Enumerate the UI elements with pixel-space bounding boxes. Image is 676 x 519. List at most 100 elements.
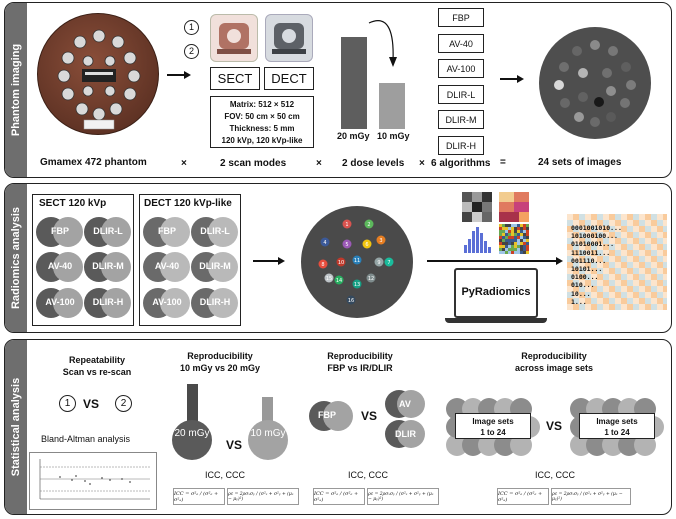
feature-cell xyxy=(567,244,573,250)
feature-cell xyxy=(615,304,621,310)
feature-cell xyxy=(615,298,621,304)
feature-cell xyxy=(657,280,663,286)
feature-cell xyxy=(579,292,585,298)
noise-cell xyxy=(508,242,511,245)
roi-number-5: 5 xyxy=(345,242,348,248)
feature-cell xyxy=(645,256,651,262)
alg-vs: VS xyxy=(361,409,378,423)
feature-cell xyxy=(651,304,657,310)
feature-cell xyxy=(663,262,667,268)
feature-cell xyxy=(585,298,591,304)
feature-cell xyxy=(657,298,663,304)
noise-cell xyxy=(505,233,508,236)
noise-cell xyxy=(511,230,514,233)
feature-cell xyxy=(633,268,639,274)
feature-cell xyxy=(573,280,579,286)
feature-cell xyxy=(645,268,651,274)
noise-cell xyxy=(526,227,529,230)
feature-cell xyxy=(633,298,639,304)
noise-cell xyxy=(505,239,508,242)
dect-pair-dlir-m: DLIR-M xyxy=(191,252,239,282)
times-sign-1: × xyxy=(181,158,187,169)
roi-number-13: 13 xyxy=(354,282,360,288)
noise-cell xyxy=(517,245,520,248)
noise-cell xyxy=(502,245,505,248)
feature-cell xyxy=(639,298,645,304)
feature-cell xyxy=(663,244,667,250)
feature-cell xyxy=(663,268,667,274)
dect-pair-fbp: FBP xyxy=(143,217,191,247)
dose-20-circle: 20 mGy xyxy=(172,420,212,460)
feature-cell xyxy=(633,304,639,310)
feature-cell xyxy=(585,268,591,274)
feature-cell xyxy=(639,238,645,244)
feature-cell xyxy=(639,256,645,262)
dect-pair-dlir-l: DLIR-L xyxy=(191,217,239,247)
feature-cell xyxy=(651,220,657,226)
noise-cell xyxy=(511,245,514,248)
feature-cell xyxy=(573,286,579,292)
feature-cell xyxy=(651,226,657,232)
feature-cell xyxy=(639,232,645,238)
roi-circle-16 xyxy=(346,295,356,305)
feature-cell xyxy=(591,244,597,250)
feature-cell xyxy=(567,268,573,274)
feature-cell xyxy=(639,226,645,232)
noise-cell xyxy=(523,239,526,242)
feature-cell xyxy=(609,262,615,268)
feature-cell xyxy=(591,232,597,238)
dose-repro-title: Reproducibility 10 mGy vs 20 mGy xyxy=(179,351,261,373)
sect-pair-fbp: FBP xyxy=(36,217,84,247)
sect-scanner-icon xyxy=(210,14,258,62)
arrow-head-2 xyxy=(517,75,524,83)
feature-cell xyxy=(621,244,627,250)
feature-cell xyxy=(627,262,633,268)
phantom-label: Gmamex 472 phantom xyxy=(40,157,147,168)
noise-cell xyxy=(520,233,523,236)
feature-cell xyxy=(591,268,597,274)
noise-cell xyxy=(505,230,508,233)
set-ccc-formula: ρc = 2ρσₓσᵧ / (σ²ₓ + σ²ᵧ + (μₓ − μᵧ)²) xyxy=(551,488,631,505)
feature-cell xyxy=(621,304,627,310)
noise-cell xyxy=(523,248,526,251)
feature-cell xyxy=(621,280,627,286)
noise-cell xyxy=(511,248,514,251)
dect-pair-dlir-h: DLIR-H xyxy=(191,288,239,318)
laptop-screen: PyRadiomics xyxy=(454,268,538,318)
feature-cell xyxy=(615,256,621,262)
feature-cell xyxy=(597,256,603,262)
panel-radiomics-analysis: Radiomics analysis SECT 120 kVp FBP DLIR… xyxy=(4,183,672,333)
noise-cell xyxy=(502,227,505,230)
feature-cell xyxy=(621,268,627,274)
noise-cell xyxy=(502,242,505,245)
feature-cell xyxy=(627,268,633,274)
panel-tab-phantom: Phantom imaging xyxy=(5,3,27,177)
noise-cell xyxy=(499,230,502,233)
feature-cell xyxy=(645,280,651,286)
feature-cell xyxy=(573,262,579,268)
equals-sign: = xyxy=(500,157,506,168)
alg-dlir-circle-light xyxy=(397,420,425,448)
feature-cell xyxy=(615,286,621,292)
roi-circle-11 xyxy=(352,255,362,265)
alg-ccc-formula: ρc = 2ρσₓσᵧ / (σ²ₓ + σ²ᵧ + (μₓ − μᵧ)²) xyxy=(367,488,439,505)
feature-cell xyxy=(567,298,573,304)
feature-cell xyxy=(603,268,609,274)
laptop-base xyxy=(445,318,547,323)
feature-cell xyxy=(645,214,651,220)
roi-number-3: 3 xyxy=(379,238,382,244)
feature-cell xyxy=(633,250,639,256)
dose-high-label: 20 mGy xyxy=(337,131,370,141)
noise-cell xyxy=(514,251,517,254)
bland-altman-label: Bland-Altman analysis xyxy=(41,434,131,444)
repeatability-vs: VS xyxy=(83,397,100,411)
feature-cell xyxy=(615,250,621,256)
feature-cell xyxy=(621,250,627,256)
alg-fbp-circle-light xyxy=(323,401,353,431)
feature-cell xyxy=(633,214,639,220)
sect-label-box: SECT xyxy=(210,67,260,90)
noise-cell xyxy=(505,251,508,254)
noise-cell xyxy=(520,239,523,242)
feature-cell xyxy=(627,292,633,298)
arrow-algo-to-result xyxy=(500,78,518,80)
